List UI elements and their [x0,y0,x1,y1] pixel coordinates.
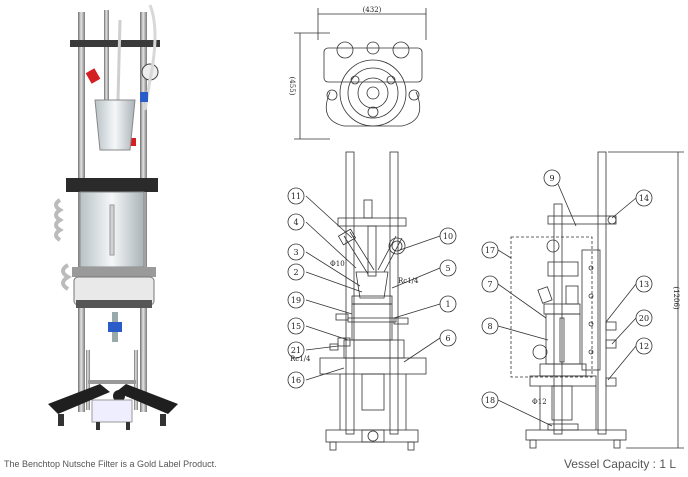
callout-marker [287,263,305,281]
callout-number: 20 [639,314,649,323]
phi12-label: Φ12 [532,398,547,406]
callout-marker [635,189,653,207]
callout-number: 11 [291,192,301,201]
front-callouts [287,187,457,389]
callout-marker [543,169,561,187]
callout-number: 2 [293,268,298,277]
callout-marker [635,337,653,355]
top-width-dimension: (432) [363,6,382,14]
callout-marker [287,213,305,231]
callout-number: 12 [639,342,649,351]
callout-number: 5 [445,264,450,273]
callout-marker [635,309,653,327]
product-photo [48,4,178,430]
callout-number: 14 [639,194,649,203]
callout-number: 4 [293,218,298,227]
rc14-lower-label: Rc1/4 [290,355,311,363]
vessel-capacity-caption: Vessel Capacity : 1 L [563,457,676,471]
callout-number: 7 [487,280,492,289]
callout-number: 17 [485,246,495,255]
callout-number: 21 [291,346,301,355]
callout-marker [439,329,457,347]
callout-marker [481,275,499,293]
rc14-upper-label: Rc1/4 [398,277,419,285]
callout-marker [287,187,305,205]
callout-marker [287,341,305,359]
product-note-caption: The Benchtop Nutsche Filter is a Gold La… [4,459,217,469]
side-callouts [481,169,653,409]
callout-number: 6 [445,334,450,343]
callout-number: 13 [639,280,649,289]
callout-marker [287,371,305,389]
callout-number: 1 [445,300,450,309]
callout-marker [481,241,499,259]
callout-marker [287,291,305,309]
callout-marker [439,295,457,313]
callout-number: 19 [291,296,301,305]
callout-marker [481,317,499,335]
callout-marker [287,243,305,261]
top-depth-dimension: (455) [288,77,296,96]
callout-marker [635,275,653,293]
callout-marker [287,317,305,335]
callout-number: 8 [487,322,492,331]
phi10-label: Φ10 [330,260,345,268]
overall-height-dimension: (1206) [672,286,680,310]
front-view-drawing [305,151,441,451]
callout-marker [439,227,457,245]
top-view-drawing [294,8,427,140]
callout-number: 16 [291,376,301,385]
callout-number: 10 [443,232,453,241]
side-view-drawing [497,151,684,449]
callout-marker [481,391,499,409]
callout-marker [439,259,457,277]
callout-number: 18 [485,396,495,405]
callout-number: 3 [293,248,298,257]
callout-number: 15 [291,322,301,331]
callout-number: 9 [549,174,554,183]
